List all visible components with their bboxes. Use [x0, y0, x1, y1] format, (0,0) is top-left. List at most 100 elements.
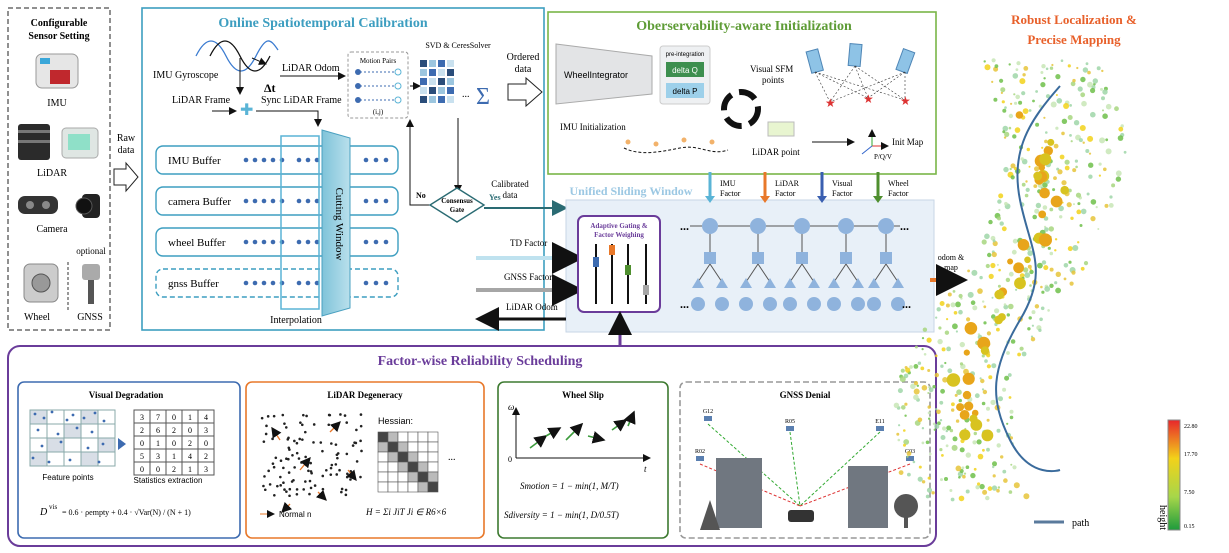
gate-label-1: Consensus	[441, 197, 473, 205]
map-point	[955, 301, 961, 308]
wheel-label: Wheel	[24, 312, 50, 323]
cloud-point	[284, 426, 288, 429]
map-point	[1037, 262, 1043, 269]
optional-label: optional	[76, 246, 106, 256]
lidar-label: LiDAR	[37, 168, 67, 179]
lidar-degeneracy-title: LiDAR Degeneracy	[327, 390, 403, 400]
map-point	[1030, 337, 1036, 342]
map-point	[1072, 78, 1076, 83]
buffer-label: wheel Buffer	[168, 237, 226, 249]
cloud-point	[312, 423, 316, 426]
map-point	[1017, 352, 1021, 357]
map-point	[1041, 260, 1047, 265]
slip-vectors	[529, 410, 636, 449]
map-point	[910, 383, 916, 390]
map-point	[917, 417, 923, 423]
map-point	[1092, 78, 1099, 84]
map-point	[1090, 87, 1096, 94]
hessian-cell	[387, 431, 399, 443]
stat-value: 1	[188, 413, 192, 422]
map-point	[1050, 101, 1057, 108]
sfm-point-icon: ★	[900, 94, 911, 108]
graph-dots: ...	[680, 219, 689, 233]
cloud-point	[327, 423, 331, 427]
imu-trajectory	[623, 146, 729, 154]
map-point	[1027, 295, 1030, 298]
map-point	[983, 321, 987, 325]
feature-cell	[29, 437, 48, 453]
map-point	[1029, 284, 1032, 287]
cloud-point	[263, 488, 267, 492]
hessian-cell	[417, 461, 429, 473]
map-point	[996, 327, 1000, 332]
map-point	[1002, 130, 1006, 134]
wheel-integrator-block	[555, 43, 653, 105]
state-node	[807, 297, 821, 311]
cloud-point	[351, 444, 355, 447]
map-point	[972, 440, 977, 445]
buffer-sample	[363, 198, 369, 204]
map-point	[981, 401, 986, 406]
hessian-cell	[377, 481, 389, 493]
hessian-cell	[397, 471, 409, 483]
map-point	[1020, 157, 1024, 161]
map-point	[922, 327, 928, 332]
map-point	[937, 338, 943, 345]
map-point	[1077, 86, 1083, 92]
map-point	[1027, 264, 1032, 269]
gyro-waves	[195, 40, 279, 95]
map-point	[941, 454, 944, 457]
camera-frustum	[895, 48, 916, 75]
map-point	[1039, 317, 1043, 322]
hessian-dots: ...	[448, 452, 456, 463]
visual-sfm-2: points	[762, 75, 785, 85]
cloud-point	[266, 415, 270, 418]
stat-value: 0	[140, 439, 144, 448]
map-point	[1006, 313, 1010, 317]
tree-canopy	[981, 429, 994, 442]
map-point	[1087, 81, 1093, 88]
map-point	[1011, 249, 1017, 255]
map-point	[1014, 101, 1018, 105]
bias-node	[868, 278, 880, 288]
cloud-point	[336, 456, 339, 460]
feature-point	[65, 418, 69, 422]
cloud-point	[335, 473, 339, 476]
cloud-point	[321, 474, 325, 478]
map-point	[906, 451, 912, 456]
map-point	[927, 369, 931, 372]
map-point	[1016, 61, 1021, 66]
map-point	[1088, 174, 1093, 179]
feature-points-label: Feature points	[42, 473, 93, 482]
map-point	[1003, 136, 1007, 139]
buffer-sample	[296, 239, 302, 245]
map-point	[949, 489, 953, 492]
hessian-matrix	[377, 431, 439, 493]
no-label: No	[416, 191, 426, 200]
map-point	[1114, 106, 1119, 112]
satellite-icon	[704, 416, 712, 421]
feature-cell	[80, 423, 99, 439]
map-point	[939, 419, 943, 422]
buffer-sample	[261, 239, 267, 245]
map-point	[1104, 203, 1109, 208]
map-point	[1008, 490, 1013, 494]
imu-label: IMU	[47, 98, 67, 109]
map-point	[1018, 100, 1023, 105]
map-point	[958, 476, 961, 479]
map-point	[1101, 69, 1104, 73]
hessian-cell	[377, 441, 389, 453]
map-point	[1032, 99, 1035, 103]
map-point	[991, 485, 998, 491]
tree-canopy	[956, 403, 965, 412]
map-point	[918, 465, 922, 469]
map-point	[983, 60, 986, 63]
map-point	[893, 402, 900, 408]
map-point	[1102, 89, 1108, 95]
map-point	[913, 381, 919, 386]
map-point	[1027, 327, 1031, 331]
map-point	[979, 275, 983, 280]
lidar-odom-return-label: LiDAR Odom	[506, 302, 558, 312]
hessian-cell	[407, 471, 419, 483]
